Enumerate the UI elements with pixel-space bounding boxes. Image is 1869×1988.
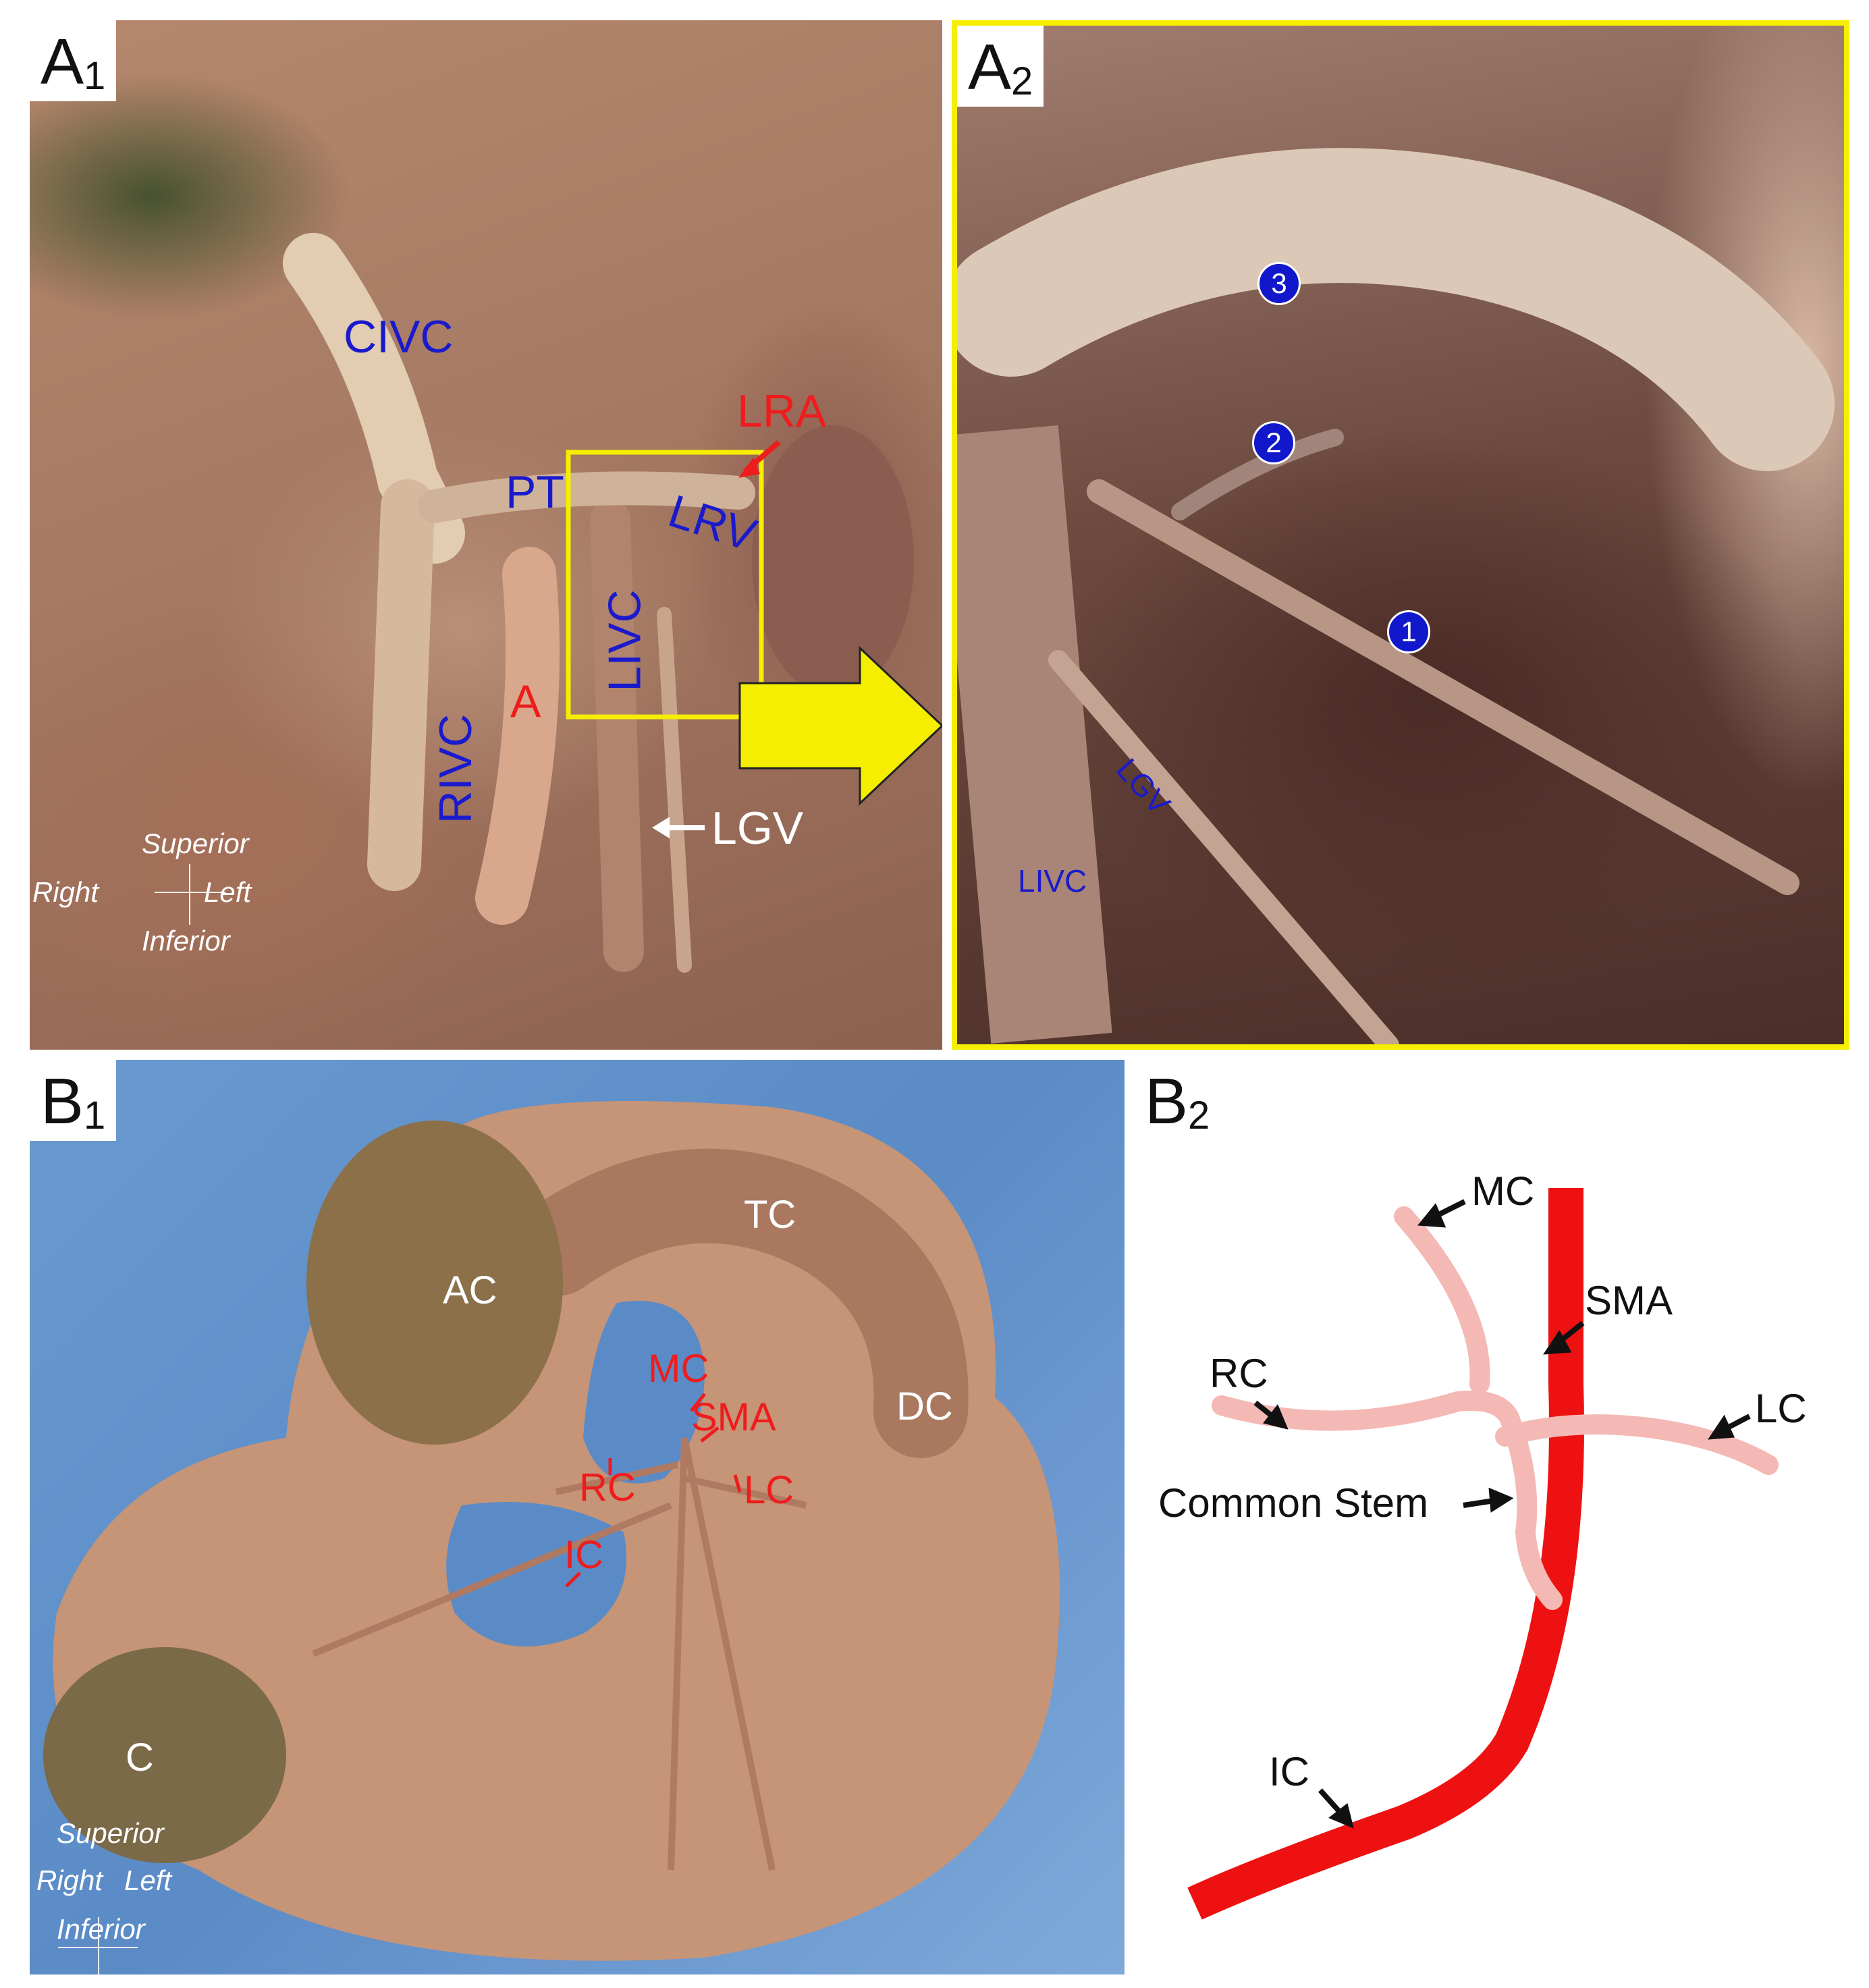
b1-red-arrows — [565, 1393, 742, 1588]
transverse-colon — [509, 1148, 969, 1458]
b2-label-sma: SMA — [1585, 1278, 1673, 1323]
a1-orient-left: Left — [204, 876, 252, 908]
livc-vessel — [590, 500, 644, 972]
panel-label-b2: B2 — [1134, 1060, 1221, 1141]
a1-orient-superior: Superior — [142, 828, 249, 859]
a2-livc-vessel — [957, 425, 1112, 1044]
b1-orient-superior: Superior — [57, 1817, 164, 1849]
label-lra: LRA — [737, 385, 827, 437]
lrv-vessel — [418, 471, 755, 523]
b1-label-tc: TC — [744, 1193, 796, 1237]
b2-label-lc: LC — [1755, 1386, 1807, 1431]
b2-label-ic: IC — [1269, 1749, 1309, 1794]
b1-label-mc: MC — [648, 1347, 709, 1391]
marker-3: 3 — [1257, 262, 1301, 305]
ascending-colon — [306, 1121, 563, 1445]
b1-orient-inferior: Inferior — [57, 1913, 145, 1945]
panel-label-a2: A2 — [957, 26, 1044, 107]
b1-label-ac: AC — [443, 1268, 497, 1312]
panel-a1-photo: A1 CIVC PT LRV LRA LIVC RIVC A LGV Super… — [30, 20, 942, 1050]
b1-label-ic: IC — [564, 1533, 603, 1577]
panel-b2-schematic: B2 MC SMA RC LC Common Stem IC — [1134, 1060, 1849, 1974]
label-livc: LIVC — [599, 589, 651, 692]
a1-anatomy-drawing — [155, 233, 942, 973]
a1-orient-right: Right — [32, 876, 99, 908]
label-lgv: LGV — [711, 803, 804, 854]
b1-label-sma: SMA — [691, 1395, 776, 1439]
lra-arrowhead-icon — [738, 458, 760, 478]
a2-artery-1 — [1087, 479, 1799, 895]
cecum — [43, 1647, 286, 1863]
b1-label-rc: RC — [579, 1466, 636, 1509]
civc-vessel — [283, 233, 465, 564]
a2-artery-2 — [1171, 429, 1344, 520]
b1-anatomy-drawing — [43, 1101, 1060, 1974]
label-civc: CIVC — [344, 311, 454, 362]
kidney-shape — [752, 425, 914, 695]
a2-lgv-vessel — [1048, 650, 1399, 1044]
mesenteric-vessels — [312, 1437, 807, 1871]
b2-label-common-stem: Common Stem — [1158, 1480, 1429, 1526]
a1-orient-inferior: Inferior — [142, 925, 230, 957]
b1-orient-right: Right — [36, 1864, 103, 1896]
label-rivc: RIVC — [430, 714, 482, 824]
b1-orient-left: Left — [124, 1864, 172, 1896]
panel-label-a1: A1 — [30, 20, 117, 101]
sma-ic-trunk — [1187, 1188, 1584, 1920]
panel-a2-photo: A2 3 2 1 LGV LIVC — [952, 20, 1849, 1050]
a2-lrv-vessel — [957, 148, 1835, 471]
marker-2: 2 — [1252, 421, 1295, 464]
mesentery-window-upper — [583, 1301, 705, 1484]
b2-arrows — [1253, 1199, 1751, 1829]
zoom-arrow-icon — [738, 645, 942, 806]
zoom-region-box — [566, 450, 764, 720]
rivc-vessel — [367, 479, 435, 891]
mesentery-window-lower — [446, 1502, 626, 1647]
b2-vessel-schematic — [1187, 1188, 1779, 1920]
a2-label-livc: LIVC — [1018, 863, 1087, 898]
lc-vessel — [1495, 1414, 1779, 1475]
label-pt: PT — [506, 466, 564, 518]
a2-anatomy-drawing — [957, 148, 1835, 1044]
b2-label-mc: MC — [1471, 1168, 1535, 1214]
label-a: A — [510, 676, 541, 727]
b1-label-dc: DC — [896, 1385, 953, 1428]
rc-common-stem-vessel — [1212, 1391, 1563, 1610]
aorta-vessel — [475, 547, 560, 925]
mc-vessel — [1394, 1206, 1490, 1394]
b2-label-rc: RC — [1210, 1351, 1268, 1396]
lgv-vessel — [657, 607, 692, 973]
panel-label-b1: B1 — [30, 1060, 117, 1141]
b1-label-c: C — [126, 1736, 154, 1779]
marker-1: 1 — [1387, 610, 1430, 653]
b1-label-lc: LC — [744, 1468, 794, 1512]
lgv-arrowhead-icon — [652, 817, 670, 838]
panel-b1-photo: B1 AC TC DC C MC SMA RC LC IC Superior R… — [30, 1060, 1125, 1974]
